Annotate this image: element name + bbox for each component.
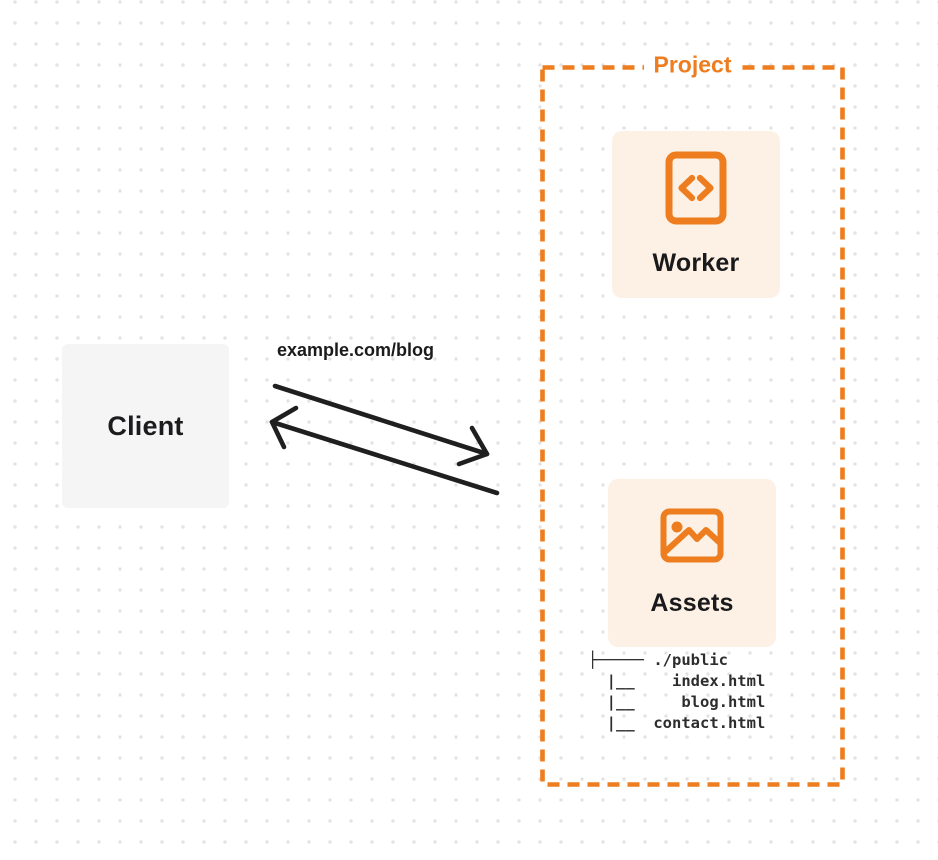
code-file-icon — [665, 151, 727, 225]
worker-node: Worker — [612, 131, 780, 298]
request-url-label: example.com/blog — [277, 340, 435, 360]
image-icon — [660, 508, 724, 563]
client-label: Client — [107, 410, 184, 441]
assets-label: Assets — [650, 589, 734, 617]
request-arrow-line — [272, 383, 490, 457]
request-arrowhead-icon — [456, 425, 490, 467]
response-arrow-line — [269, 419, 500, 496]
project-title: Project — [643, 51, 742, 79]
project-container: Project — [540, 51, 845, 787]
assets-file-tree: ├───── ./public |__ index.html |__ blog.… — [588, 651, 766, 732]
client-node: Client — [62, 344, 229, 508]
worker-label: Worker — [652, 249, 740, 277]
response-arrowhead-icon — [269, 405, 299, 450]
assets-node: Assets — [608, 479, 776, 647]
